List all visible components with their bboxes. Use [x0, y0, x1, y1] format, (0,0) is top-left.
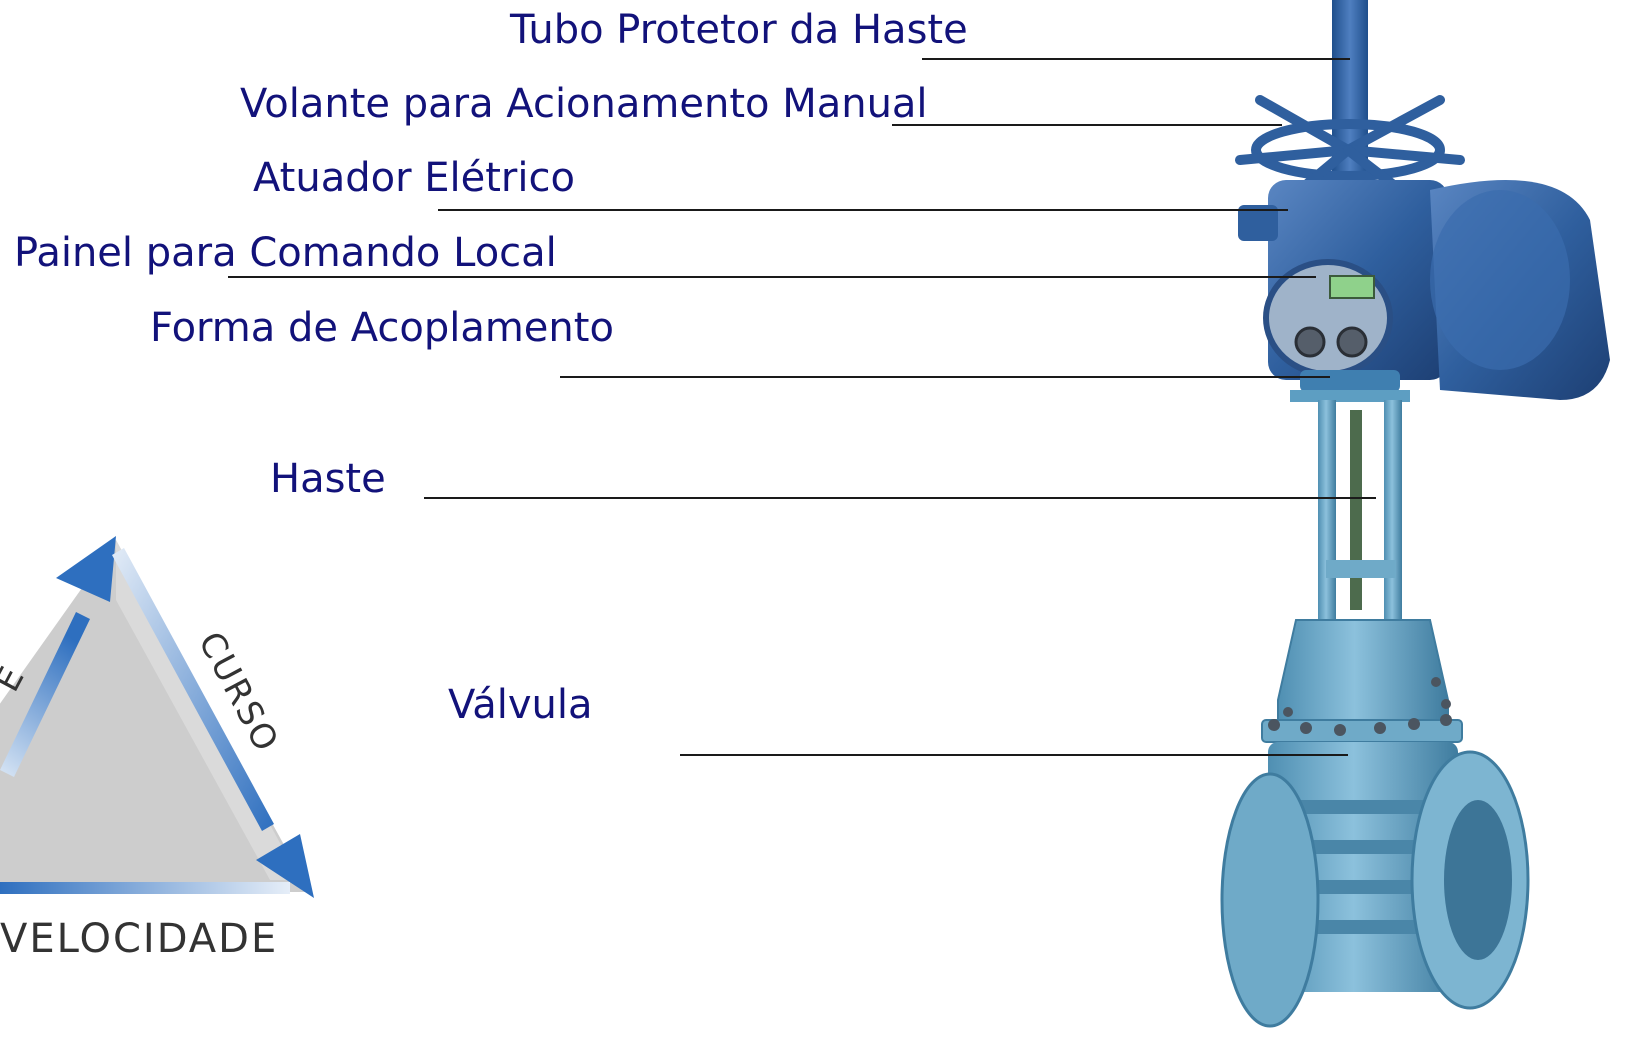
label-atuador: Atuador Elétrico — [253, 155, 575, 201]
leader-line-forma — [560, 376, 1330, 378]
leader-line-valvula — [680, 754, 1348, 756]
arrow-down-icon — [112, 548, 314, 898]
label-haste: Haste — [270, 456, 386, 502]
coupling-flange — [1300, 370, 1400, 392]
actuator-side-port — [1238, 205, 1278, 241]
yoke-right — [1384, 400, 1402, 630]
leader-line-volante — [892, 124, 1282, 126]
label-volante: Volante para Acionamento Manual — [240, 81, 928, 127]
flange-left — [1220, 772, 1320, 1028]
local-control-panel — [1263, 259, 1393, 377]
arrow-left-icon — [0, 882, 290, 894]
triangle-label-velocidade: VELOCIDADE — [0, 916, 278, 962]
arrow-up-icon — [0, 536, 116, 777]
leader-line-atuador — [438, 209, 1288, 211]
valve-assembly-illustration — [1220, 0, 1610, 1028]
valve-bore — [1444, 800, 1512, 960]
label-forma-acoplamento: Forma de Acoplamento — [150, 305, 614, 351]
label-valvula: Válvula — [448, 682, 593, 728]
stem — [1350, 410, 1362, 610]
label-painel: Painel para Comando Local — [14, 230, 557, 276]
label-tubo-protetor: Tubo Protetor da Haste — [510, 7, 968, 53]
leader-line-haste — [424, 497, 1376, 499]
leader-line-tubo — [922, 58, 1350, 60]
yoke-left — [1318, 400, 1336, 630]
speed-travel-triangle: CURSO VELOCIDADE E — [0, 536, 314, 962]
leader-line-painel — [228, 276, 1316, 278]
